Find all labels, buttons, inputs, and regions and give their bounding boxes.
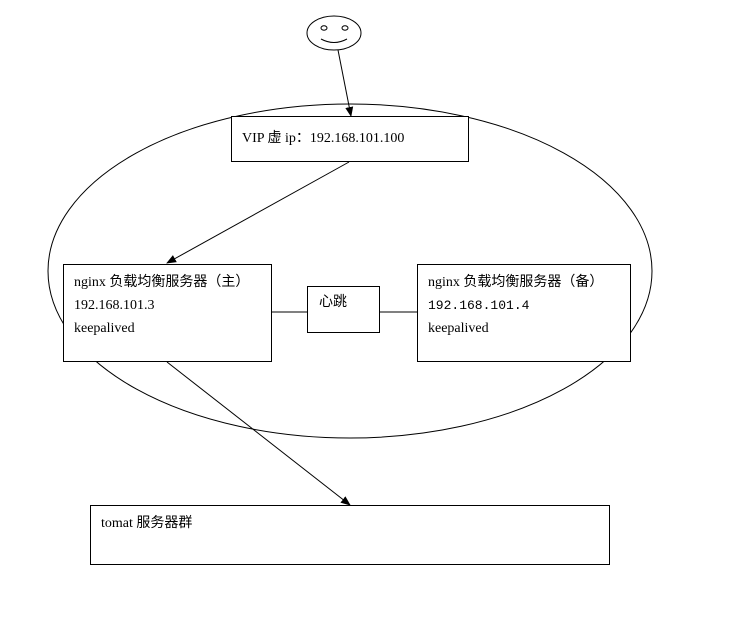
backup-server-box: nginx 负载均衡服务器（备） 192.168.101.4 keepalive… [417, 264, 631, 362]
tomcat-cluster-label: tomat 服务器群 [101, 516, 193, 531]
smiley-face-icon [306, 15, 362, 51]
vip-label: VIP 虚 ip：192.168.101.100 [242, 131, 405, 146]
primary-server-title: nginx 负载均衡服务器（主） [74, 275, 250, 290]
arrow-primary-to-tomcat [166, 361, 351, 506]
primary-server-service: keepalived [74, 321, 135, 336]
heartbeat-box: 心跳 [307, 286, 380, 333]
primary-server-box: nginx 负载均衡服务器（主） 192.168.101.3 keepalive… [63, 264, 272, 362]
arrow-vip-to-primary [166, 161, 350, 264]
backup-server-title: nginx 负载均衡服务器（备） [428, 275, 604, 290]
vip-box: VIP 虚 ip：192.168.101.100 [231, 116, 469, 162]
heartbeat-label: 心跳 [319, 295, 347, 310]
arrow-user-to-vip [337, 49, 354, 117]
backup-server-service: keepalived [428, 321, 489, 336]
primary-server-ip: 192.168.101.3 [74, 298, 155, 313]
backup-server-ip: 192.168.101.4 [428, 298, 530, 313]
cluster-ellipse [47, 103, 653, 439]
tomcat-cluster-box: tomat 服务器群 [90, 505, 610, 565]
